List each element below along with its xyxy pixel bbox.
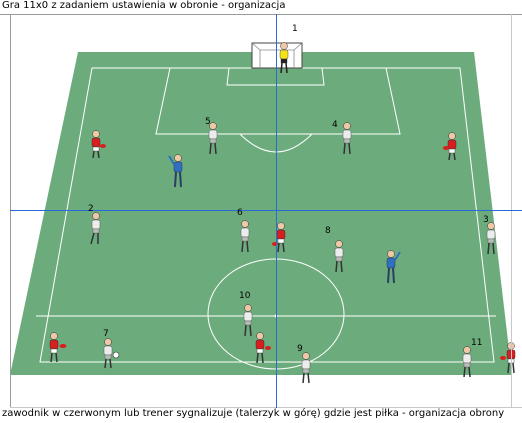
frame-border-left — [10, 14, 11, 408]
player-number-9: 9 — [297, 344, 303, 354]
pitch-surface — [10, 52, 512, 375]
player-number-2: 2 — [88, 204, 94, 214]
player-number-10: 10 — [239, 291, 250, 301]
frame-border-right — [511, 14, 512, 408]
diagram-caption: zawodnik w czerwonym lub trener sygnaliz… — [2, 408, 522, 419]
white-player — [302, 353, 310, 384]
player-number-6: 6 — [237, 208, 243, 218]
player-number-5: 5 — [205, 117, 211, 127]
goal — [252, 43, 302, 68]
player-number-4: 4 — [332, 120, 338, 130]
frame-border-top — [0, 14, 522, 15]
player-number-11: 11 — [471, 338, 482, 348]
crosshair-horizontal — [10, 210, 522, 211]
crosshair-vertical — [276, 14, 277, 408]
player-number-1: 1 — [292, 24, 298, 34]
player-number-7: 7 — [103, 329, 109, 339]
player-number-3: 3 — [483, 215, 489, 225]
player-number-8: 8 — [325, 226, 331, 236]
